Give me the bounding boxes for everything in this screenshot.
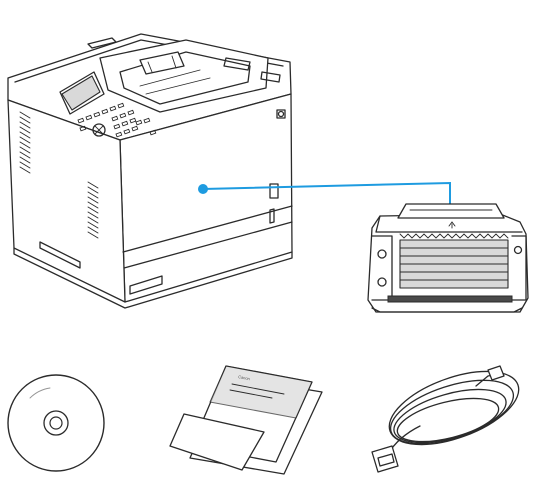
printer-icon	[7, 33, 293, 309]
toner-cartridge-icon	[367, 203, 529, 313]
document-icon: Canon	[169, 365, 323, 475]
cd-icon	[7, 374, 105, 472]
manual-brand-label: Canon	[238, 374, 251, 381]
power-cord-icon	[371, 365, 520, 473]
